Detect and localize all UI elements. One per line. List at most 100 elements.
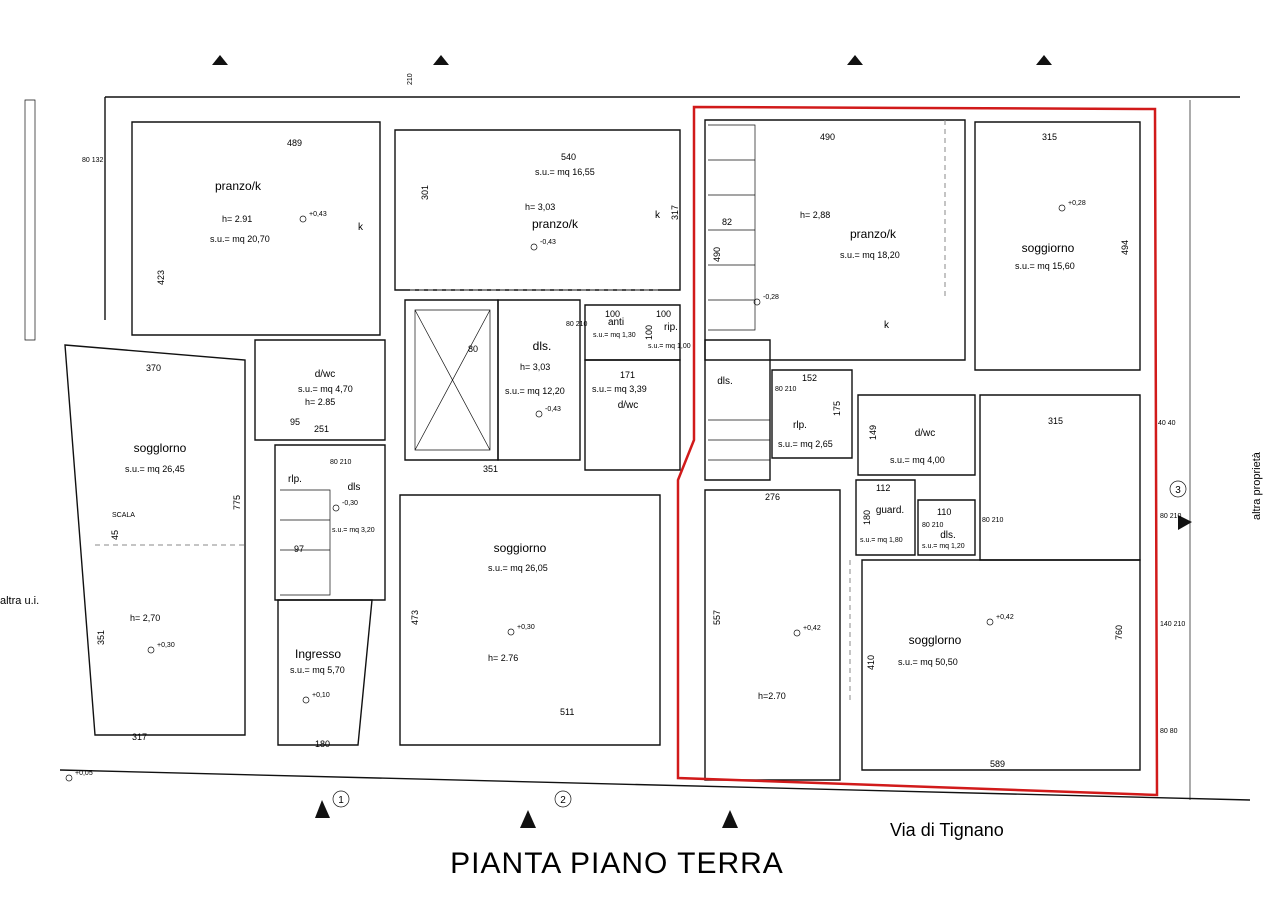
dim-180: 180 (315, 739, 330, 749)
label-scala: SCALA (112, 512, 135, 519)
room-height-r3: h= 2,88 (800, 210, 830, 220)
dim-489: 489 (287, 138, 302, 148)
room-name-r15: guard. (876, 505, 904, 516)
dim-80-210d: 80 210 (1160, 513, 1182, 520)
room-name-r18: dls (348, 482, 361, 493)
room-height-r6: h= 2.85 (305, 397, 335, 407)
dim-557: 557 (712, 610, 722, 625)
dim-494: 494 (1120, 240, 1130, 255)
dim-140-210: 140 210 (1160, 621, 1185, 628)
dim-317a: 317 (132, 732, 147, 742)
room-area-r7: s.u.= mq 12,20 (505, 386, 565, 396)
room-name-r20: rip. (664, 322, 678, 333)
section-mark-3: 3 (1175, 485, 1181, 496)
room-height-r5: h= 2,70 (130, 613, 160, 623)
label-k1: k (358, 222, 364, 233)
dim-80: 80 (468, 344, 478, 354)
dim-110: 110 (937, 507, 951, 517)
dim-45: 45 (110, 530, 120, 540)
section-mark-2: 2 (560, 795, 566, 806)
room-name-r11: d/wc (915, 428, 936, 439)
dim-410: 410 (866, 655, 876, 670)
room-name-r8: d/wc (618, 400, 639, 411)
room-name-r9: dls. (717, 376, 733, 387)
room-area-r16: s.u.= mq 1,20 (922, 543, 965, 550)
dim-180b: 180 (862, 510, 872, 525)
dim-95: 95 (290, 417, 300, 427)
dim-40-40: 40 40 (1158, 420, 1176, 427)
dim-315a: 315 (1042, 132, 1057, 142)
label-side-left: altra u.i. (0, 595, 39, 607)
dim-80-210b: 80 210 (775, 386, 797, 393)
dim-210: 210 (407, 73, 414, 85)
room-area-r18: s.u.= mq 3,20 (332, 527, 375, 534)
elevation-marker: +0,42 (986, 614, 1014, 626)
room-height-r1: h= 2.91 (222, 214, 252, 224)
elevation-e2: -0,43 (540, 239, 556, 246)
elevation-e4: -0,28 (763, 294, 779, 301)
dim-276: 276 (765, 492, 780, 502)
room-name-r3: pranzo/k (850, 227, 897, 241)
dim-100a: 100 (605, 309, 620, 319)
elevation-marker: -0,43 (535, 406, 561, 418)
room-area-r19: s.u.= mq 1,30 (593, 332, 636, 339)
dim-775: 775 (232, 495, 242, 510)
section-markers: 1 2 3 (212, 55, 1192, 828)
room-area-r14: s.u.= mq 50,50 (898, 657, 958, 667)
dim-473: 473 (410, 610, 420, 625)
dim-149: 149 (868, 425, 878, 440)
dim-112: 112 (876, 483, 890, 493)
dim-370: 370 (146, 363, 161, 373)
room-area-r5: s.u.= mq 26,45 (125, 464, 185, 474)
section-mark-1: 1 (338, 795, 344, 806)
dim-152: 152 (802, 373, 817, 383)
room-name-r5: sogglorno (134, 441, 187, 455)
room-name-r13: Ingresso (295, 647, 341, 661)
dim-589: 589 (990, 759, 1005, 769)
dim-540: 540 (561, 152, 576, 162)
room-height-r7: h= 3,03 (520, 362, 550, 372)
room-name-r7: dls. (533, 339, 552, 353)
room-area-r11: s.u.= mq 4,00 (890, 455, 945, 465)
dim-100c: 100 (644, 325, 654, 340)
room-labels: pranzo/k h= 2.91 s.u.= mq 20,70 pranzo/k… (112, 167, 1075, 701)
room-name-r10: rlp. (793, 420, 807, 431)
dim-351: 351 (96, 630, 106, 645)
elevation-markers: +0,43 -0,43 +0,28 -0,28 -0,43 +0,30 +0,3… (65, 200, 1086, 782)
elevation-e5: -0,43 (545, 406, 561, 413)
room-name-r12: soggiorno (494, 541, 547, 555)
plan-title: PIANTA PIANO TERRA (450, 847, 784, 880)
dim-80-210c: 80 210 (330, 459, 352, 466)
label-k2: k (655, 210, 661, 221)
elevation-e8: +0,10 (312, 692, 330, 699)
room-area-r2: s.u.= mq 16,55 (535, 167, 595, 177)
elevation-marker: +0,42 (793, 625, 821, 637)
elevation-marker: -0,28 (753, 294, 779, 306)
dim-80-80: 80 80 (1160, 728, 1178, 735)
elevation-marker: -0,30 (332, 500, 358, 512)
dim-80-210e: 80 210 (982, 517, 1004, 524)
elevation-marker: +0,30 (507, 624, 535, 636)
room-area-r3: s.u.= mq 18,20 (840, 250, 900, 260)
dim-490: 490 (820, 132, 835, 142)
elevation-e12: +0,05 (75, 770, 93, 777)
dim-171: 171 (620, 370, 635, 380)
elevation-marker: +0,30 (147, 642, 175, 654)
elevation-e3: +0,28 (1068, 200, 1086, 207)
room-name-r4: soggiorno (1022, 241, 1075, 255)
room-name-r1: pranzo/k (215, 179, 262, 193)
elevation-e9: +0,42 (803, 625, 821, 632)
dim-80-210f: 80 210 (922, 522, 944, 529)
room-name-r6: d/wc (315, 369, 336, 380)
elevation-marker: +0,28 (1058, 200, 1086, 212)
dimensions: 489 423 370 775 351 317 540 301 317 351 … (82, 73, 1185, 769)
label-side-right: altra proprietà (1251, 451, 1263, 520)
dim-511: 511 (560, 707, 574, 717)
room-area-r1: s.u.= mq 20,70 (210, 234, 270, 244)
room-area-r15: s.u.= mq 1,80 (860, 537, 903, 544)
room-height-r2: h= 3,03 (525, 202, 555, 212)
room-area-r12: s.u.= mq 26,05 (488, 563, 548, 573)
room-name-r2: pranzo/k (532, 217, 579, 231)
dim-97: 97 (294, 544, 304, 554)
dim-423: 423 (156, 270, 166, 285)
